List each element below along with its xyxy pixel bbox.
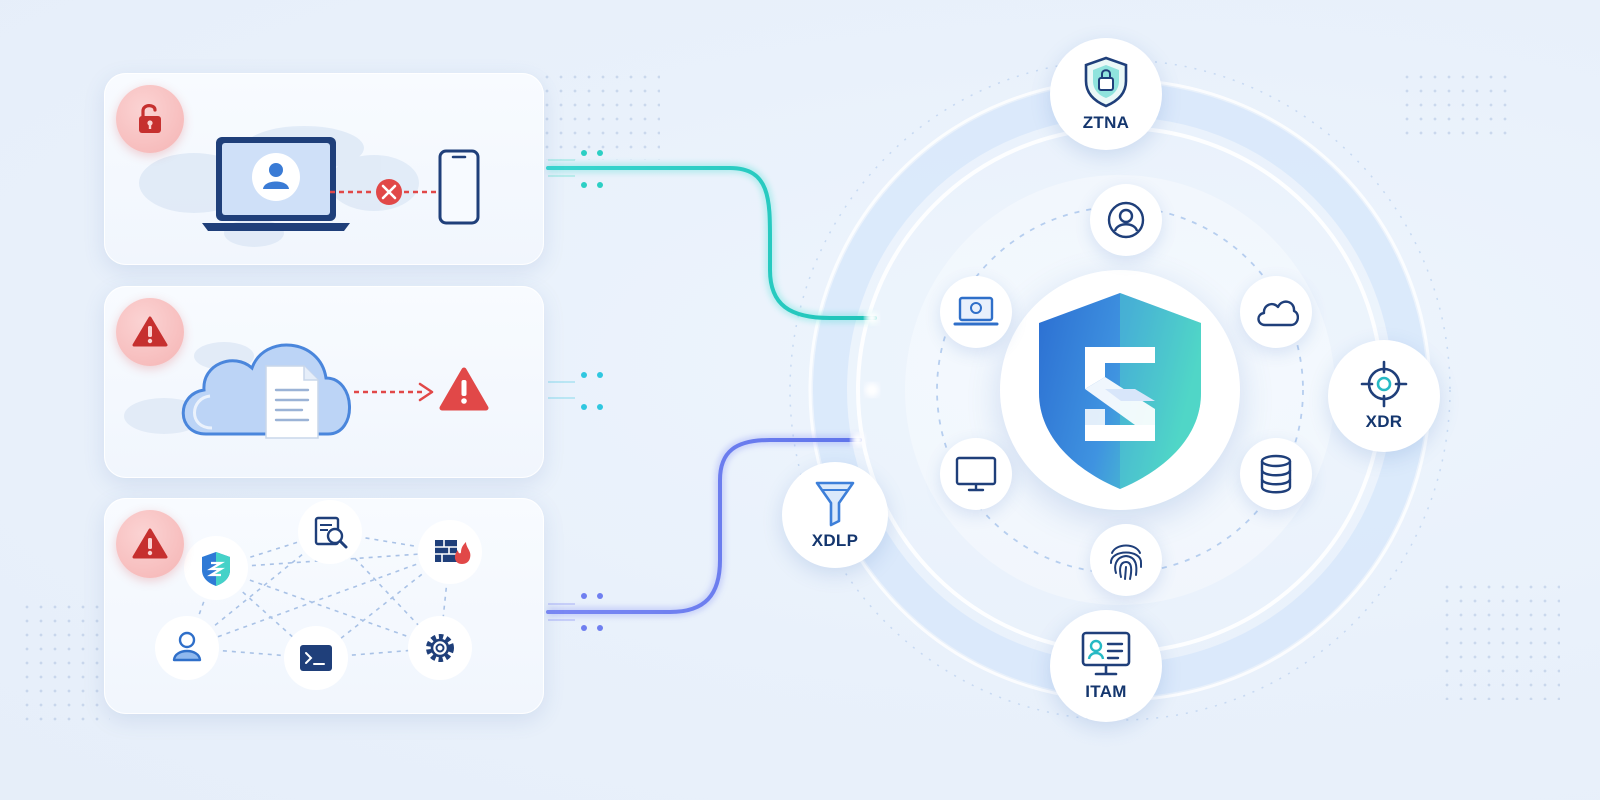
- firewall-icon: [435, 540, 471, 564]
- alert-badge: [116, 85, 184, 153]
- brand-shield-icon: [1039, 293, 1201, 489]
- threat-panel-cloud[interactable]: [104, 286, 544, 478]
- cloud-document-icon: [181, 343, 351, 439]
- ring-node-database[interactable]: [1240, 438, 1312, 510]
- module-ztna[interactable]: ZTNA: [1050, 38, 1162, 150]
- outer-dotted-ring: [789, 59, 1451, 721]
- shield-lock-icon: [1084, 56, 1128, 108]
- database-icon: [1260, 454, 1292, 494]
- threat-panel-endpoint[interactable]: [104, 73, 544, 265]
- warning-icon: [132, 528, 168, 559]
- network-illustration: [155, 500, 482, 690]
- module-label: ITAM: [1085, 682, 1127, 701]
- terminal-icon: [300, 645, 332, 671]
- shield-icon: [202, 552, 230, 586]
- threat-panel-network[interactable]: [104, 498, 544, 714]
- ring-node-user[interactable]: [1090, 184, 1162, 256]
- target-icon: [1360, 360, 1408, 408]
- inner-dashed-ring: [936, 206, 1304, 574]
- endpoint-illustration: [139, 126, 480, 247]
- warning-icon: [132, 316, 168, 347]
- cloud-illustration: [124, 342, 489, 439]
- connector-dots-network: [581, 593, 603, 631]
- unlock-icon: [139, 104, 161, 133]
- monitor-icon: [955, 456, 997, 492]
- module-label: ZTNA: [1082, 113, 1130, 132]
- ring-node-cloud[interactable]: [1240, 276, 1312, 348]
- module-label: XDLP: [811, 531, 859, 550]
- hub-core[interactable]: [1000, 270, 1240, 510]
- wire-endpoint-to-hub: [546, 166, 877, 320]
- search-document-icon: [314, 516, 348, 549]
- fingerprint-icon: [1109, 544, 1143, 580]
- funnel-icon: [815, 481, 855, 527]
- laptop-user-icon: [202, 137, 350, 231]
- monitor-id-icon: [1081, 631, 1131, 676]
- ring-node-laptop[interactable]: [940, 276, 1012, 348]
- laptop-icon: [953, 296, 999, 326]
- connector-dots-cloud: [581, 372, 603, 410]
- smartphone-icon: [438, 149, 480, 225]
- user-icon: [1107, 201, 1145, 239]
- module-xdr[interactable]: XDR: [1328, 340, 1440, 452]
- ring-node-fingerprint[interactable]: [1090, 524, 1162, 596]
- warning-triangle-icon: [439, 367, 489, 411]
- module-itam[interactable]: ITAM: [1050, 610, 1162, 722]
- alert-badge: [116, 510, 184, 578]
- module-label: XDR: [1365, 412, 1403, 431]
- module-xdlp[interactable]: XDLP: [782, 462, 888, 568]
- wire-network-to-hub: [546, 438, 862, 614]
- user-icon: [172, 631, 202, 662]
- connector-dots-endpoint: [581, 150, 603, 188]
- alert-badge: [116, 298, 184, 366]
- gear-icon: [426, 634, 454, 662]
- ring-node-monitor[interactable]: [940, 438, 1012, 510]
- cloud-icon: [1257, 300, 1299, 327]
